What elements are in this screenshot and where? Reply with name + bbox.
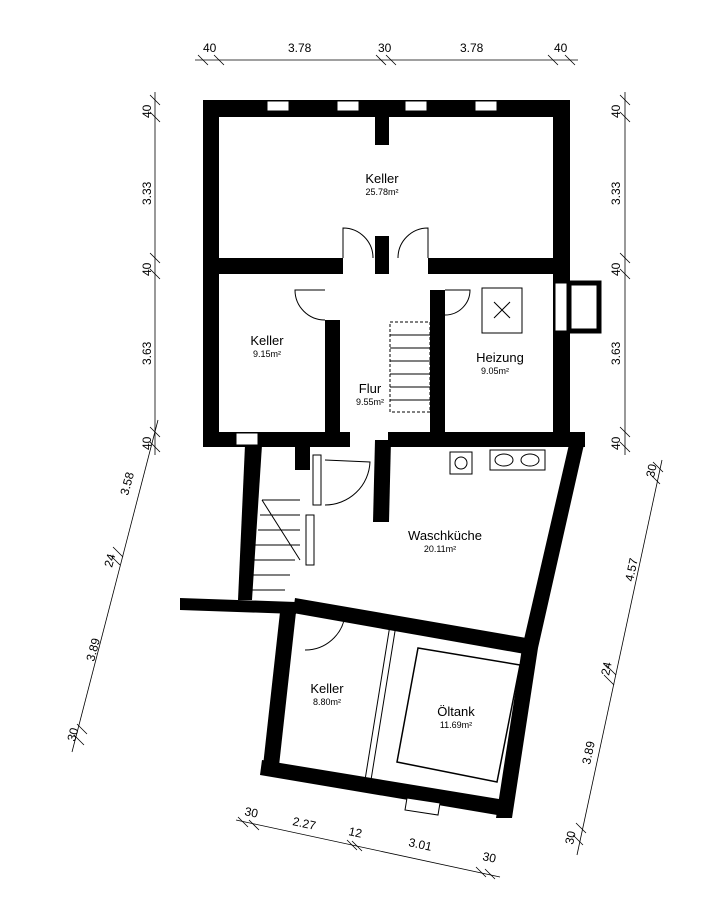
dim-label: 30	[643, 462, 660, 478]
room-name: Waschküche	[408, 528, 482, 543]
room-name: Keller	[250, 333, 284, 348]
dim-label: 30	[64, 726, 81, 743]
dim-label: 40	[140, 436, 154, 450]
dim-label: 3.33	[609, 181, 623, 205]
dimension-ticks	[73, 54, 664, 880]
room-area: 9.05m²	[481, 366, 509, 376]
dim-label: 40	[140, 104, 154, 118]
dim-label: 30	[378, 41, 392, 55]
room-area: 11.69m²	[440, 720, 472, 730]
dim-label: 24	[101, 552, 118, 569]
room-area: 25.78m²	[365, 187, 398, 197]
dim-label: 3.78	[460, 41, 484, 55]
dim-label: 3.63	[609, 341, 623, 365]
dim-label: 40	[609, 104, 623, 118]
dim-label: 3.63	[140, 341, 154, 365]
dim-label: 40	[609, 436, 623, 450]
dim-label: 40	[554, 41, 568, 55]
dim-label: 24	[598, 660, 615, 676]
dimension-labels: 40 3.78 30 3.78 40 40 3.33 40 3.63 40 40…	[64, 41, 659, 866]
dim-label: 3.89	[83, 636, 103, 662]
dim-label: 3.89	[579, 740, 598, 766]
dimension-lines	[71, 54, 664, 880]
dim-label: 3.78	[288, 41, 312, 55]
dim-label: 3.01	[407, 835, 433, 854]
dim-label: 3.58	[117, 470, 137, 496]
dim-label: 30	[481, 849, 497, 866]
dim-label: 3.33	[140, 181, 154, 205]
room-name: Öltank	[437, 704, 475, 719]
room-name: Keller	[365, 171, 399, 186]
room-name: Heizung	[476, 350, 524, 365]
dim-label: 2.27	[291, 814, 317, 833]
dim-label: 12	[347, 824, 363, 841]
room-area: 20.11m²	[424, 544, 456, 554]
dim-label: 30	[562, 829, 579, 845]
dim-label: 40	[140, 262, 154, 276]
room-labels: Keller 25.78m² Keller 9.15m² Flur 9.55m²…	[250, 171, 523, 730]
dim-label: 4.57	[622, 557, 641, 583]
dim-label: 30	[243, 804, 259, 821]
windows	[235, 100, 602, 816]
room-name: Flur	[359, 381, 382, 396]
dim-label: 40	[609, 262, 623, 276]
room-name: Keller	[310, 681, 344, 696]
walls	[180, 100, 585, 818]
room-area: 9.15m²	[253, 349, 281, 359]
room-area: 8.80m²	[313, 697, 341, 707]
fixtures	[396, 287, 546, 783]
room-area: 9.55m²	[356, 397, 384, 407]
dim-label: 40	[203, 41, 217, 55]
stairs	[250, 321, 431, 591]
doors	[294, 227, 471, 781]
